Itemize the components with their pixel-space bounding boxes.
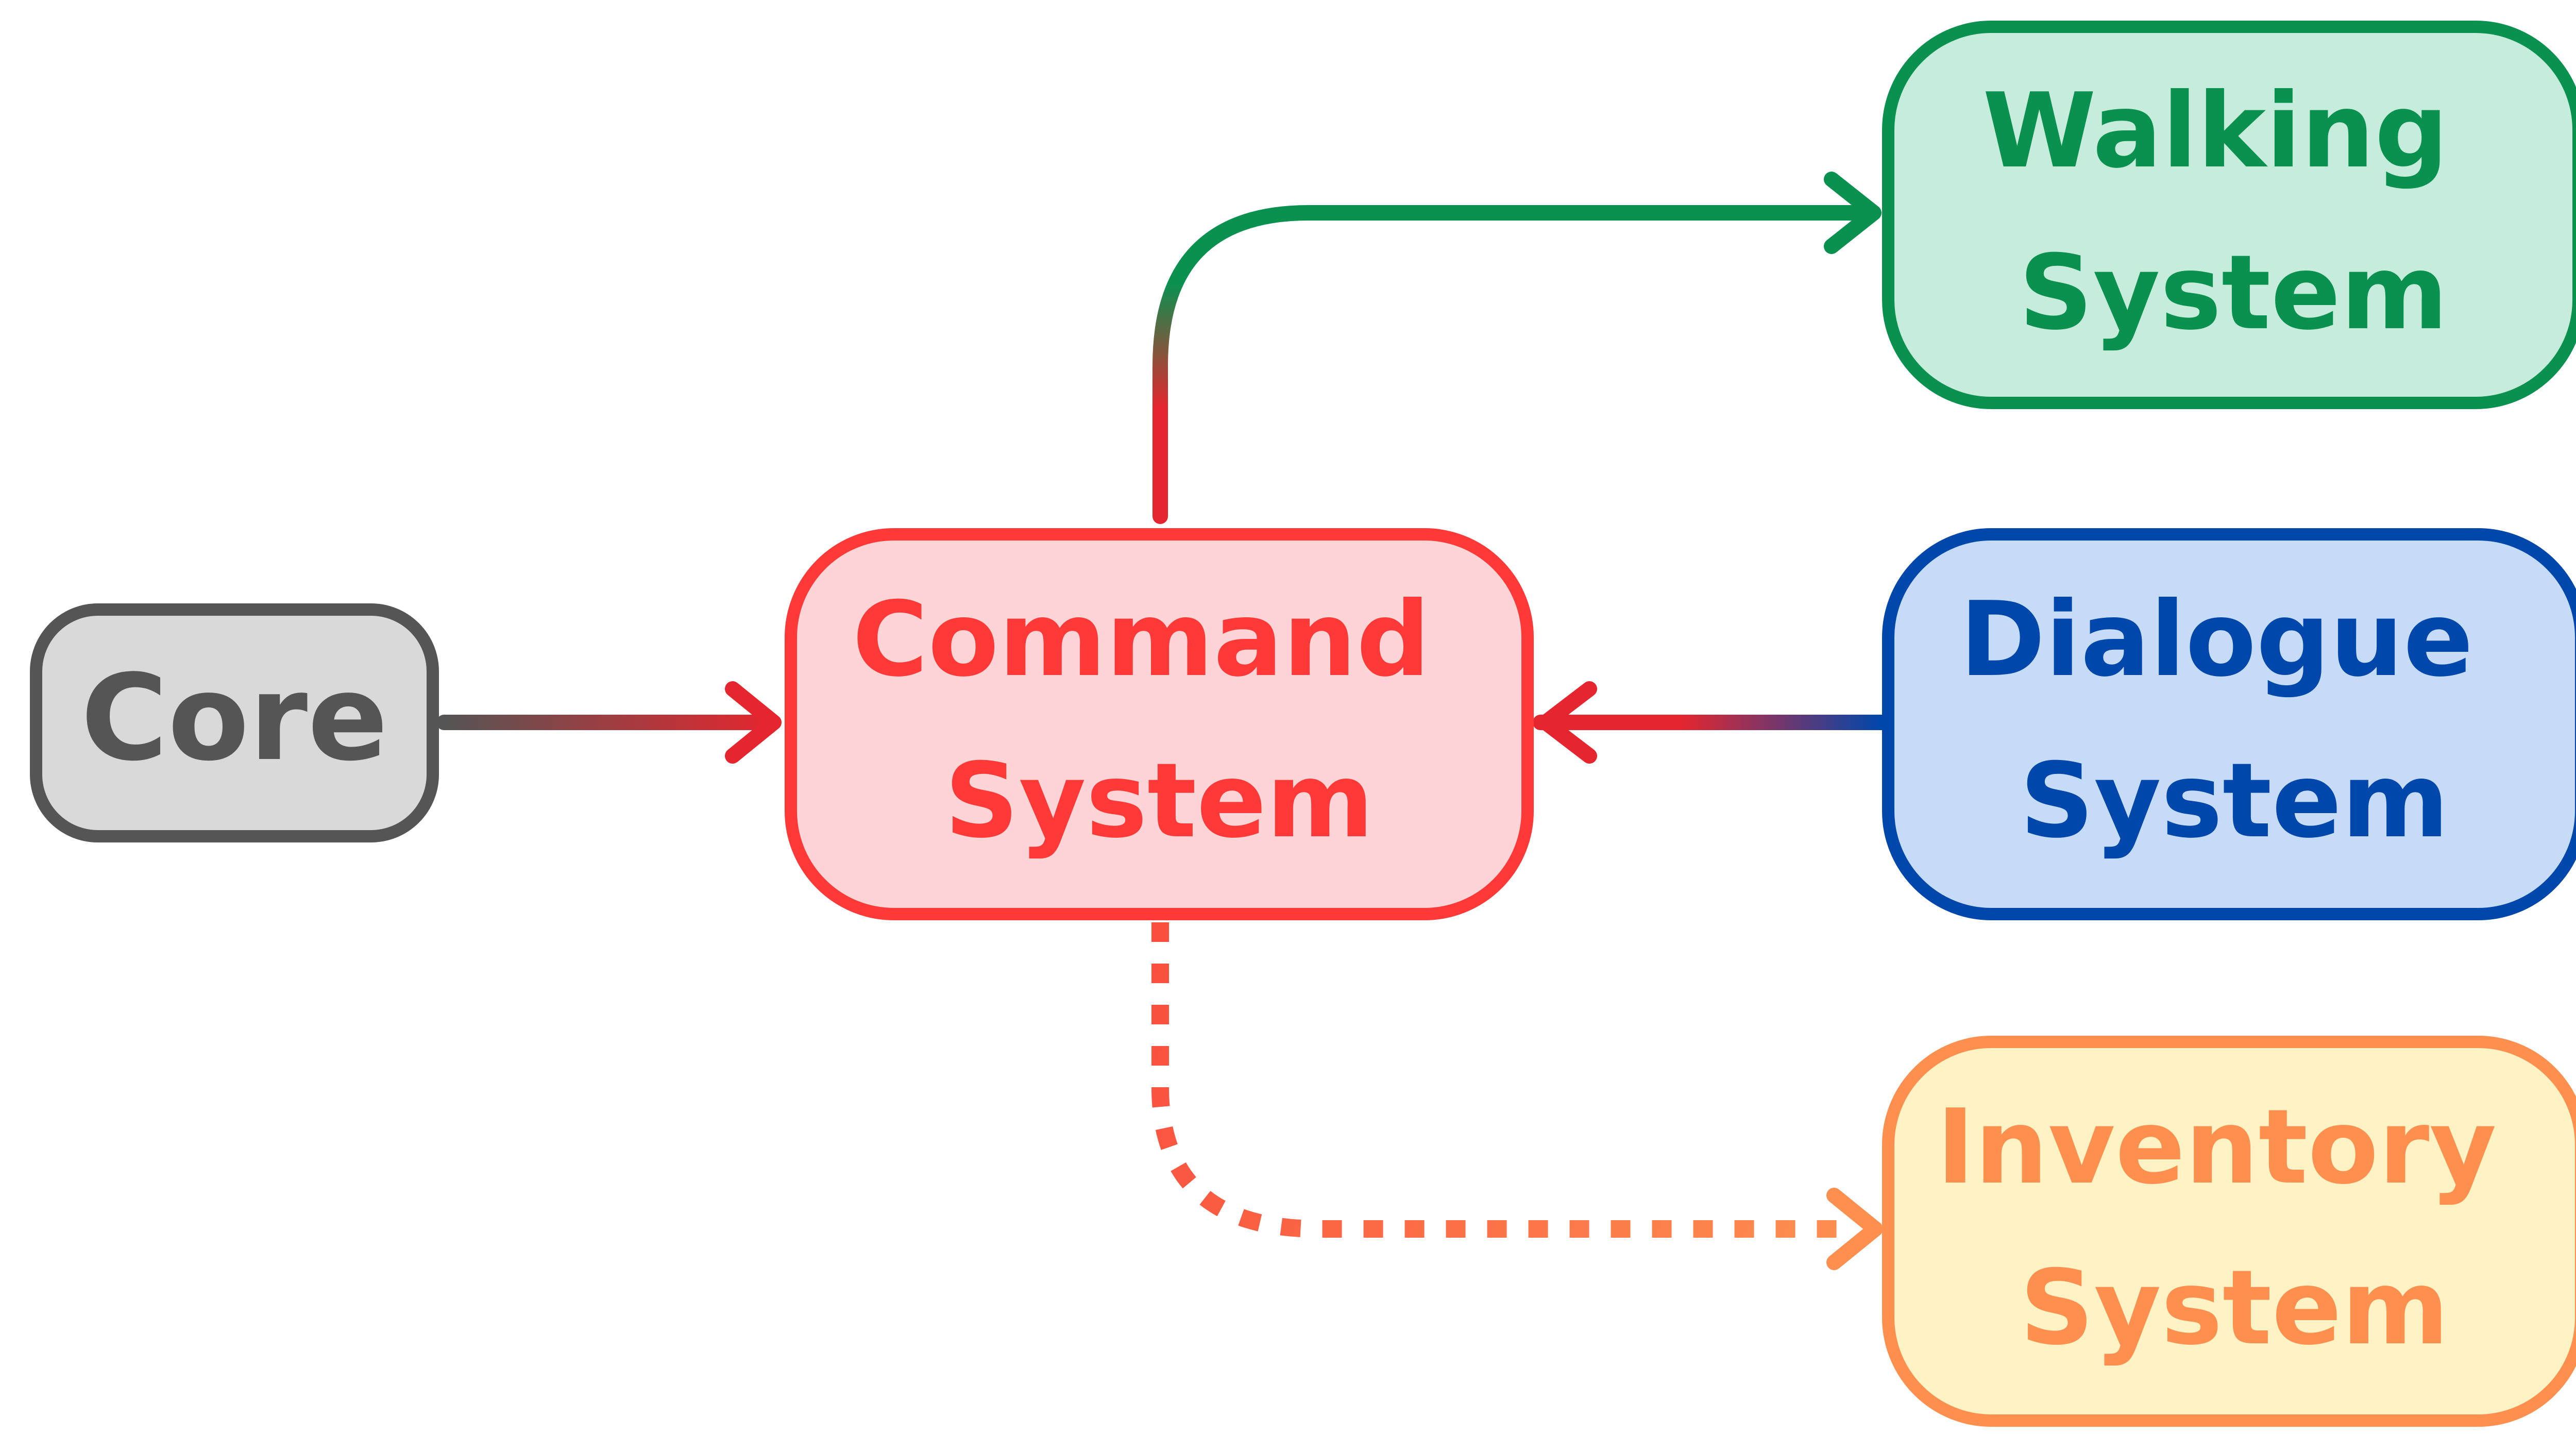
node-dialogue-system: Dialogue System xyxy=(1882,528,2576,920)
node-walking-system: Walking System xyxy=(1882,21,2576,409)
node-box xyxy=(30,603,439,842)
arrowhead-icon xyxy=(1824,172,1882,254)
node-command-system: Command System xyxy=(785,528,1534,920)
edge-command-to-inventory xyxy=(1151,922,1883,1270)
arrowhead-icon xyxy=(1826,1188,1883,1270)
node-box xyxy=(1882,528,2576,920)
arrowhead-icon xyxy=(725,681,782,764)
connector-line-dotted xyxy=(1151,922,1857,1238)
edge-core-to-command xyxy=(436,681,782,764)
node-label: Core xyxy=(81,650,388,787)
node-box xyxy=(785,528,1534,920)
node-label: Walking System xyxy=(1982,71,2484,353)
node-box xyxy=(1882,21,2576,409)
node-label: Dialogue System xyxy=(1960,580,2509,861)
edge-command-to-walking xyxy=(1153,172,1882,524)
node-inventory-system: Inventory System xyxy=(1882,1036,2576,1427)
node-label: Command System xyxy=(852,580,1466,861)
node-label: Inventory System xyxy=(1937,1087,2533,1368)
arrowhead-icon xyxy=(1538,681,1597,764)
node-box xyxy=(1882,1036,2576,1427)
edge-dialogue-to-command xyxy=(1533,681,1893,764)
connector-line xyxy=(1153,205,1875,524)
node-core: Core xyxy=(30,603,439,842)
